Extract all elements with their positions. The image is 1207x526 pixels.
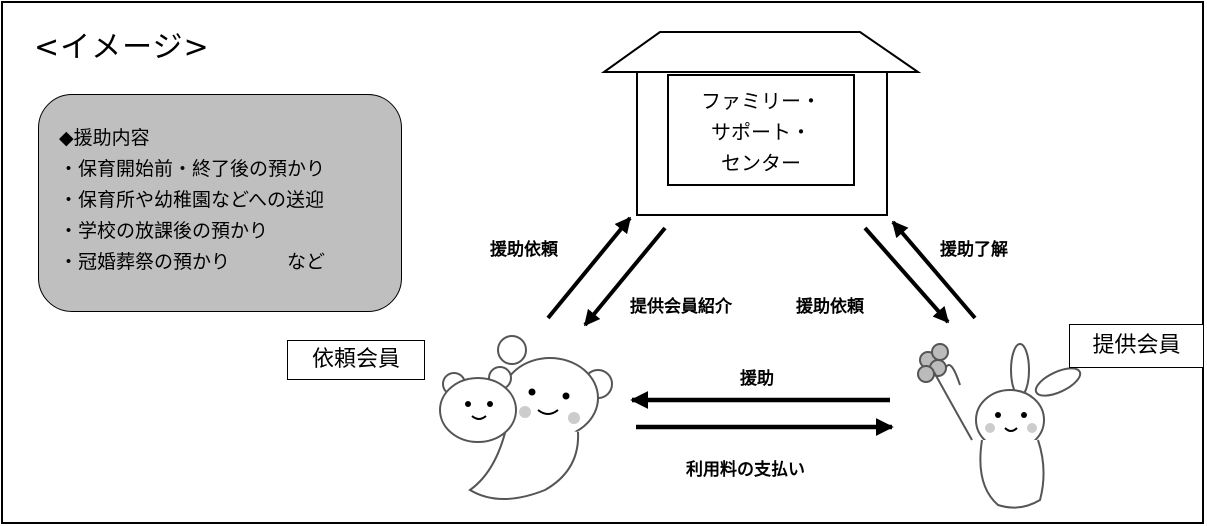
support-content-box: ◆援助内容 ・保育開始前・終了後の預かり ・保育所や幼稚園などへの送迎 ・学校の… — [38, 94, 402, 312]
providing-member-label: 提供会員 — [1092, 333, 1181, 358]
label-payment: 利用料の支払い — [686, 460, 805, 480]
arrow-introduce-provider — [583, 226, 667, 327]
rabbit-with-clover-illustration — [917, 343, 1082, 509]
support-content-item: ・冠婚葬祭の預かり など — [59, 251, 326, 273]
support-center-label: ファミリー・ サポート・ センター — [667, 74, 855, 186]
requesting-member-label: 依頼会員 — [311, 347, 400, 372]
arrow-request-support — [546, 216, 632, 320]
arrow-support-accepted — [891, 220, 977, 320]
label-support-accepted: 援助了解 — [940, 240, 1008, 260]
label-request-support-2: 援助依頼 — [796, 297, 864, 317]
support-center-line: サポート・ — [711, 120, 811, 144]
label-support: 援助 — [740, 369, 774, 389]
arrow-request-support-2 — [863, 226, 950, 324]
support-content-item: ・学校の放課後の預かり — [59, 220, 269, 242]
support-center-line: センター — [721, 151, 801, 175]
providing-member-box: 提供会員 — [1069, 324, 1204, 368]
support-center-line: ファミリー・ — [701, 89, 821, 113]
bear-parent-child-illustration — [439, 335, 613, 500]
support-content-item: ・保育開始前・終了後の預かり — [59, 158, 326, 180]
label-request-support: 援助依頼 — [490, 240, 558, 260]
diagram-heading: <イメージ> — [34, 30, 210, 65]
support-content-title: ◆援助内容 — [59, 127, 150, 149]
requesting-member-box: 依頼会員 — [287, 340, 425, 380]
label-introduce-provider: 提供会員紹介 — [630, 297, 732, 317]
support-content-item: ・保育所や幼稚園などへの送迎 — [59, 189, 325, 211]
